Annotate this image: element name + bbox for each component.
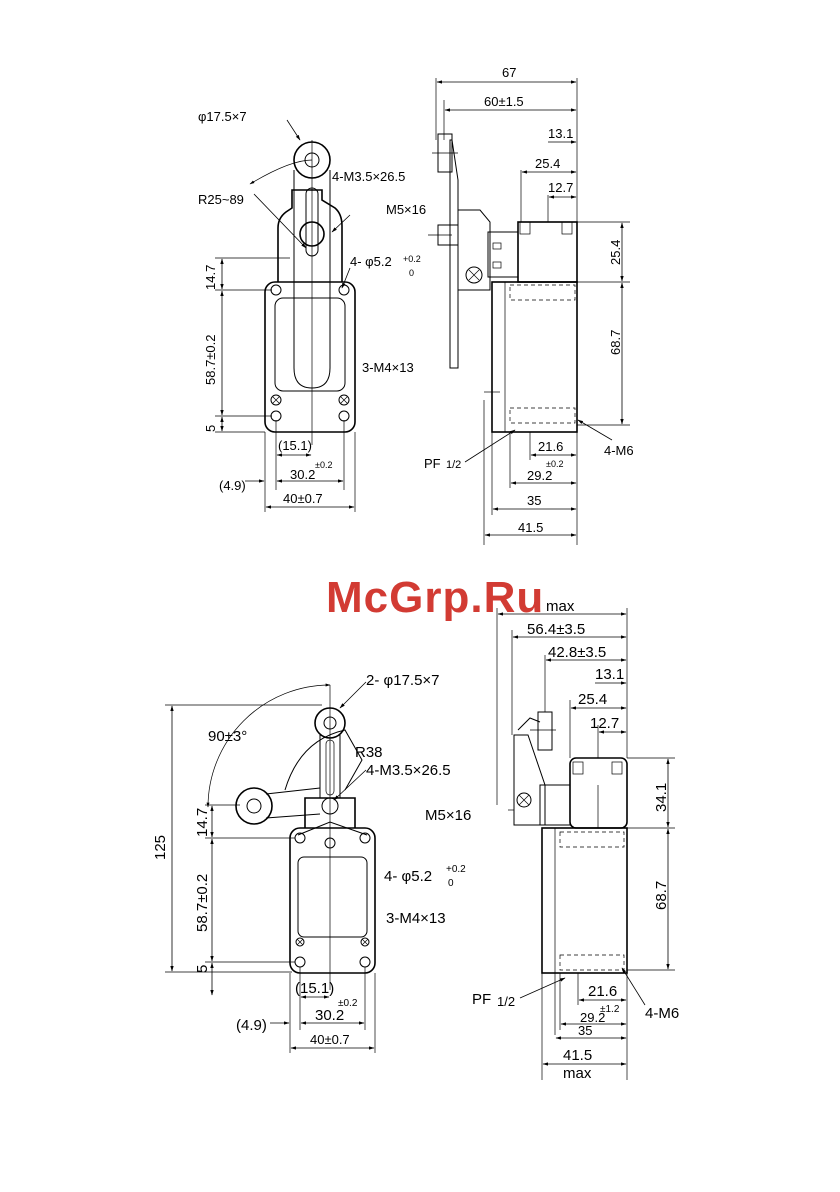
dim-68-7v: 68.7	[608, 330, 623, 355]
label-pf: PF	[424, 456, 441, 471]
dim-12-7: 12.7	[548, 180, 573, 195]
dim-40: 40±0.7	[283, 491, 323, 506]
label-pf-b: PF	[472, 991, 491, 1008]
label-pf-frac-b: 1/2	[497, 994, 515, 1009]
bottom-side-view: max 56.4±3.5 42.8±3.5 13.1 25.4 12.7 M5×…	[425, 598, 679, 1082]
bottom-front-view: 125 14.7 58.7±0.2 5 (15.1) 30.2 ±0.2 (4.…	[152, 672, 466, 1053]
dim-13-1-b: 13.1	[595, 666, 624, 683]
dim-15-1-b: (15.1)	[295, 980, 334, 997]
lever-arm-left	[265, 787, 321, 819]
dim-35-b: 35	[578, 1023, 592, 1038]
dim-30-2-tol: ±0.2	[315, 460, 332, 470]
label-tol-lower-b: 0	[448, 878, 454, 889]
dim-60: 60±1.5	[484, 94, 524, 109]
dim-29-2-b: 29.2	[580, 1010, 605, 1025]
switch-head	[277, 189, 343, 282]
dim-14-7: 14.7	[203, 265, 218, 290]
dim-12-7-b: 12.7	[590, 715, 619, 732]
switch-body-outline-2	[289, 827, 376, 974]
dim-34-1v: 34.1	[653, 783, 670, 812]
dim-25-4h: 25.4	[535, 156, 560, 171]
switch-cover	[274, 297, 346, 392]
side-head	[517, 221, 578, 283]
dim-41-5-b: 41.5	[563, 1047, 592, 1064]
switch-cover-2	[297, 856, 368, 938]
side-head-b	[569, 757, 628, 829]
label-tol-upper-b: +0.2	[446, 864, 466, 875]
dim-125: 125	[152, 835, 169, 860]
switch-body-outline	[264, 281, 356, 433]
dim-30-2: 30.2	[290, 467, 315, 482]
dim-56-4: 56.4±3.5	[527, 621, 585, 638]
dim-35: 35	[527, 493, 541, 508]
dim-30-2-b: 30.2	[315, 1007, 344, 1024]
dim-29-2-tol: ±0.2	[546, 459, 563, 469]
dim-40-b: 40±0.7	[310, 1032, 350, 1047]
label-roller-b: 2- φ17.5×7	[366, 672, 440, 689]
label-tol-lower: 0	[409, 268, 414, 278]
label-radius-b: R38	[355, 744, 383, 761]
dim-5-b: 5	[194, 965, 211, 973]
label-mount-holes: 4- φ5.2	[350, 254, 392, 269]
label-angle: 90±3°	[208, 728, 247, 745]
label-mount-holes-b: 4- φ5.2	[384, 868, 432, 885]
dim-41-5: 41.5	[518, 520, 543, 535]
dim-15-1: (15.1)	[278, 438, 312, 453]
label-lever-screws-b: 4-M3.5×26.5	[366, 762, 451, 779]
side-lever-plate	[449, 139, 459, 369]
dim-4-9: (4.9)	[219, 478, 246, 493]
dim-29-2-tol-b: ±1.2	[600, 1004, 620, 1015]
dim-30-2-tol-b: ±0.2	[338, 998, 358, 1009]
dim-58-7-b: 58.7±0.2	[194, 874, 211, 932]
label-pf-frac: 1/2	[446, 459, 461, 471]
dim-67: 67	[502, 65, 516, 80]
dim-68-7v-b: 68.7	[653, 881, 670, 910]
dim-21-6: 21.6	[538, 439, 563, 454]
label-tol-upper: +0.2	[403, 254, 421, 264]
dim-max-bottom: max	[563, 1065, 592, 1082]
roller-left	[235, 787, 273, 825]
label-bolt: M5×16	[386, 202, 426, 217]
dim-13-1: 13.1	[548, 126, 573, 141]
label-radius: R25~89	[198, 192, 244, 207]
top-front-view: 14.7 58.7±0.2 5 (15.1) 30.2 ±0.2 (4.9) 4…	[198, 109, 421, 512]
label-cover-screws: 3-M4×13	[362, 360, 414, 375]
label-m6: 4-M6	[604, 443, 634, 458]
dim-14-7-b: 14.7	[194, 808, 211, 837]
dim-4-9-b: (4.9)	[236, 1017, 267, 1034]
dim-21-6-b: 21.6	[588, 983, 617, 1000]
dim-29-2: 29.2	[527, 468, 552, 483]
dim-25-4h-b: 25.4	[578, 691, 607, 708]
top-side-view: 67 60±1.5 13.1 25.4 12.7 M5×16 25.4 68.7…	[386, 65, 634, 545]
label-bolt-b: M5×16	[425, 807, 471, 824]
dim-58-7: 58.7±0.2	[203, 334, 218, 385]
label-roller: φ17.5×7	[198, 109, 247, 124]
label-cover-screws-b: 3-M4×13	[386, 910, 446, 927]
watermark: McGrp.Ru	[326, 573, 544, 622]
dim-5: 5	[203, 425, 218, 432]
dim-max-top: max	[546, 598, 575, 615]
dim-42-8: 42.8±3.5	[548, 644, 606, 661]
label-lever-screws: 4-M3.5×26.5	[332, 169, 405, 184]
label-m6-b: 4-M6	[645, 1005, 679, 1022]
dim-25-4v: 25.4	[608, 240, 623, 265]
